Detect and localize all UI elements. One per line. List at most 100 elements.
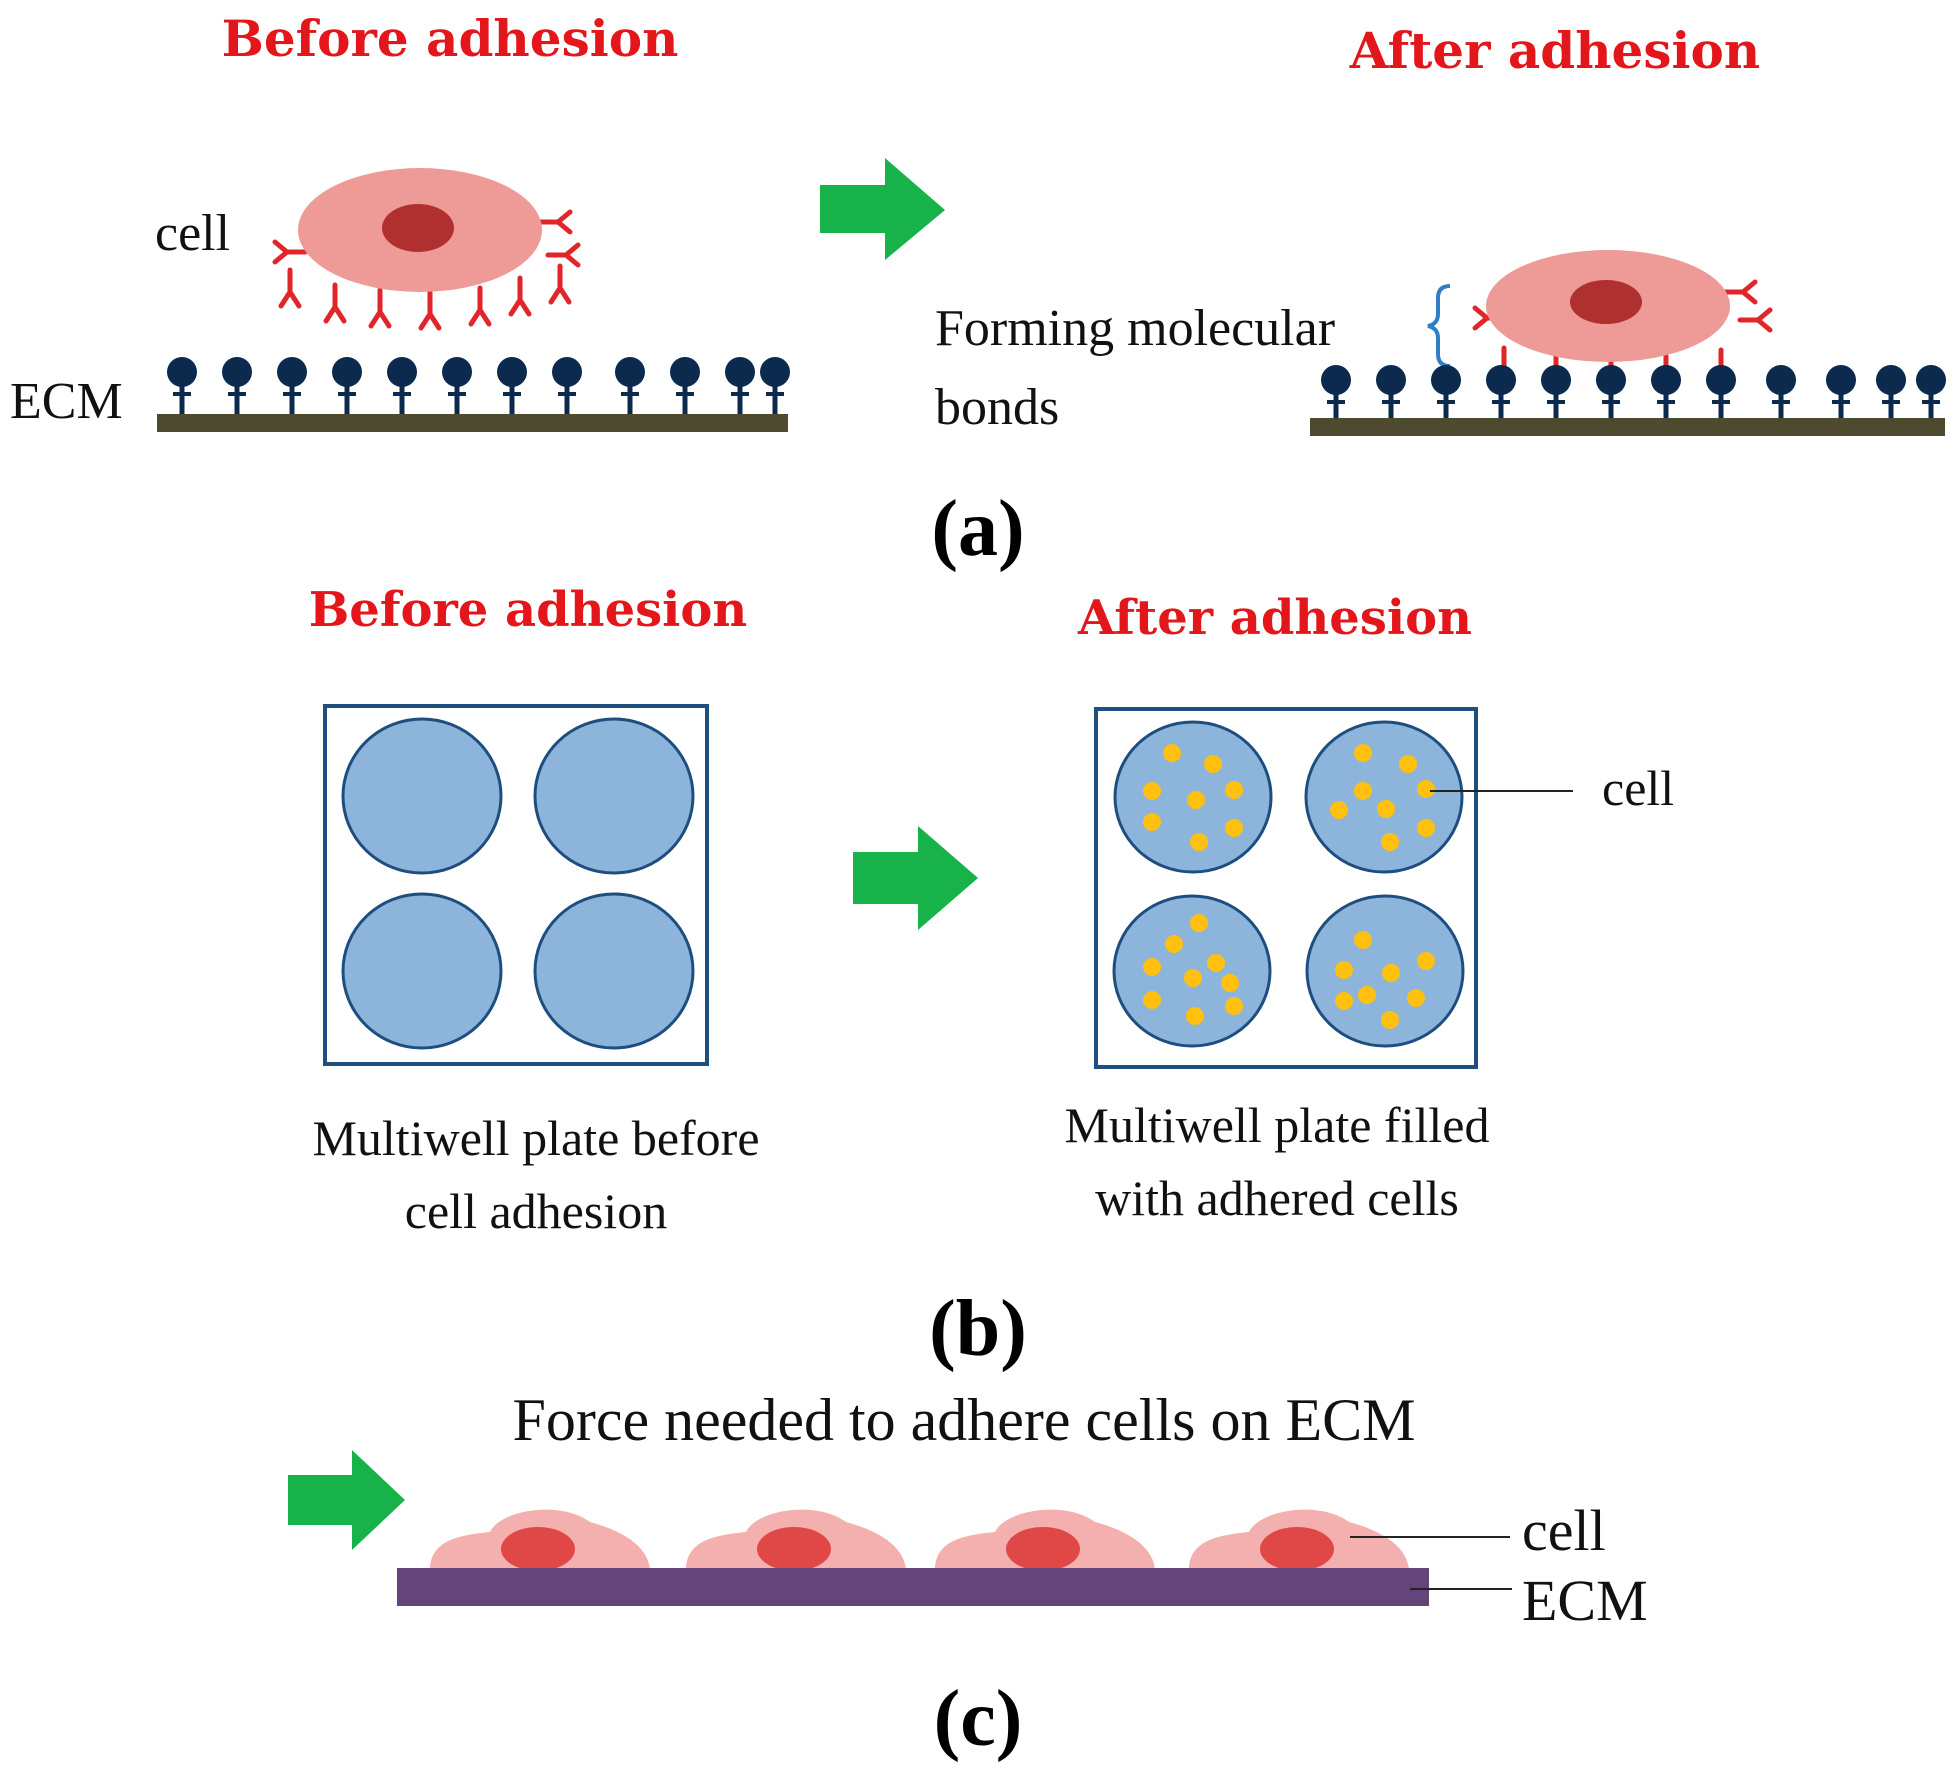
panel-a-ecm-label: ECM (10, 373, 123, 430)
panel-b-arrow-icon (853, 826, 978, 930)
before-caption-line1: Multiwell plate before (312, 1110, 759, 1166)
cell-dot (1354, 931, 1372, 949)
flat-cell-nucleus (1006, 1527, 1080, 1571)
panel-a: Before adhesion After adhesion cell ECM … (10, 9, 1946, 573)
cell-dot (1330, 801, 1348, 819)
plate-after (1094, 707, 1478, 1069)
cell-dot (1143, 782, 1161, 800)
well (341, 892, 503, 1050)
receptor (545, 242, 581, 268)
after-ecm-ligands (1321, 365, 1946, 422)
ecm-ligand-head (497, 357, 527, 387)
receptor (278, 267, 302, 309)
ecm-ligand-head (442, 357, 472, 387)
before-cell (272, 168, 581, 331)
after-caption-line2: with adhered cells (1095, 1170, 1459, 1226)
cell-dot (1225, 819, 1243, 837)
panel-a-label: (a) (931, 485, 1024, 573)
ecm-ligand-head (725, 357, 755, 387)
receptor (468, 285, 492, 327)
receptor (548, 263, 572, 305)
cell-dot (1381, 1011, 1399, 1029)
ecm-layer (397, 1568, 1429, 1606)
before-caption-line2: cell adhesion (405, 1183, 667, 1239)
ecm-ligand-head (760, 357, 790, 387)
before-ecm-substrate (157, 414, 788, 432)
panel-b-label: (b) (929, 1285, 1027, 1373)
ecm-ligand-head (1541, 365, 1571, 395)
cell-dot (1225, 997, 1243, 1015)
ecm-ligand-head (332, 357, 362, 387)
receptor (508, 275, 532, 317)
panel-a-cell-label: cell (155, 205, 230, 262)
bonds-label-line2: bonds (935, 379, 1059, 436)
ecm-ligand-head (1766, 365, 1796, 395)
flat-cell-nucleus (501, 1527, 575, 1571)
cell-dot (1187, 791, 1205, 809)
receptor (1737, 307, 1773, 333)
before-ecm-ligands (167, 357, 790, 418)
cell-dot (1186, 1007, 1204, 1025)
cell-dot (1143, 991, 1161, 1009)
cell-dot (1382, 964, 1400, 982)
cell-dot (1143, 813, 1161, 831)
cell-dot (1417, 819, 1435, 837)
cell-dot (1358, 986, 1376, 1004)
panel-a-arrow-icon (820, 158, 945, 260)
ecm-ligand-head (1486, 365, 1516, 395)
cell-dot (1417, 952, 1435, 970)
cell-dot (1407, 989, 1425, 1007)
panel-c-label: (c) (934, 1675, 1023, 1763)
cell-dot (1184, 969, 1202, 987)
receptor (537, 209, 573, 235)
panel-b-after-title: After adhesion (1077, 590, 1472, 646)
ecm-ligand-head (167, 357, 197, 387)
ecm-ligand-head (387, 357, 417, 387)
cell-dot (1381, 833, 1399, 851)
cell-dot (1190, 833, 1208, 851)
ecm-ligand-head (552, 357, 582, 387)
receptor (418, 289, 442, 331)
ecm-ligand-head (1706, 365, 1736, 395)
cell-dot (1335, 992, 1353, 1010)
panel-a-before-title: Before adhesion (222, 9, 679, 68)
after-cell-nucleus (1570, 280, 1642, 324)
ecm-ligand-head (1916, 365, 1946, 395)
after-caption-line1: Multiwell plate filled (1065, 1097, 1490, 1153)
panel-c-ecm-label: ECM (1522, 1568, 1648, 1633)
receptor (272, 239, 308, 265)
before-receptors (272, 209, 581, 331)
cell-dot (1225, 781, 1243, 799)
plate-before (323, 704, 709, 1066)
before-ecm (157, 357, 790, 432)
ecm-ligand-head (1321, 365, 1351, 395)
ecm-ligand-head (670, 357, 700, 387)
cell-dots (1143, 744, 1435, 1029)
ecm-ligand-head (277, 357, 307, 387)
ecm-ligand-head (1431, 365, 1461, 395)
before-cell-nucleus (382, 204, 454, 252)
bonds-label-line1: Forming molecular (935, 300, 1335, 357)
cell-dot (1204, 755, 1222, 773)
panel-c: Force needed to adhere cells on ECM cell… (288, 1387, 1648, 1763)
receptor (1722, 279, 1758, 305)
ecm-ligand-head (1376, 365, 1406, 395)
cell-dot (1417, 780, 1435, 798)
cell-dot (1143, 958, 1161, 976)
ecm-ligand-head (615, 357, 645, 387)
panel-a-after-title: After adhesion (1349, 21, 1760, 80)
cell-dot (1207, 954, 1225, 972)
receptor (368, 287, 392, 329)
flat-cell-nucleus (1260, 1527, 1334, 1571)
panel-b-cell-label: cell (1602, 760, 1674, 816)
cell-dot (1221, 974, 1239, 992)
cell-dot (1354, 782, 1372, 800)
cell-dot (1354, 744, 1372, 762)
panel-c-arrow-icon (288, 1450, 405, 1550)
cell-dot (1165, 935, 1183, 953)
panel-b-before-title: Before adhesion (309, 582, 748, 638)
panel-b: Before adhesion After adhesion cell Mult… (309, 582, 1674, 1373)
receptor (323, 282, 347, 324)
cell-dot (1377, 800, 1395, 818)
